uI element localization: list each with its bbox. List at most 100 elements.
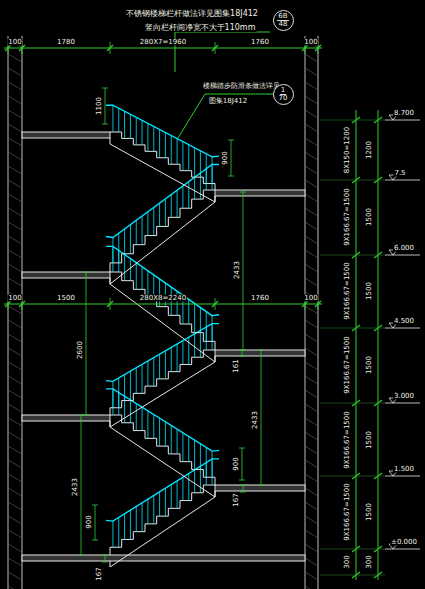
baluster (153, 495, 154, 523)
wall-hatch (8, 124, 22, 132)
wall-hatch (305, 516, 318, 524)
wall-hatch (305, 54, 318, 62)
wall-hatch (8, 558, 22, 566)
baluster (182, 186, 183, 208)
wall-hatch (305, 362, 318, 370)
baluster (153, 207, 154, 235)
wall-hatch (305, 460, 318, 468)
baluster (118, 517, 119, 547)
wall-hatch (8, 180, 22, 188)
wall-hatch (8, 194, 22, 202)
wall-hatch (8, 502, 22, 510)
dimension-tick (107, 45, 113, 51)
callout-text: 48 (278, 21, 289, 28)
elevation-text: 4.500 (393, 318, 415, 325)
callout-circle: 6B48 (273, 10, 294, 31)
handrail (106, 105, 219, 157)
baluster (206, 447, 207, 477)
handrail (106, 165, 219, 238)
wall-hatch (305, 208, 318, 216)
wall-hatch (305, 124, 318, 132)
dimension-tick (315, 301, 321, 307)
dimension-text: 9X166.67=1500 (344, 261, 351, 320)
dimension-text: 1760 (250, 295, 270, 302)
baluster (130, 371, 131, 400)
dimension-text: 1780 (56, 39, 76, 46)
stair-slab (110, 356, 215, 427)
baluster (200, 330, 201, 357)
note-text: 楼梯踏步防滑条做法详见 (202, 83, 281, 90)
wall-hatch (305, 82, 318, 90)
extension-line (320, 403, 385, 404)
leader-line (175, 32, 270, 72)
baluster (188, 436, 189, 461)
handrail (106, 246, 219, 315)
callout-text: 6B (277, 13, 288, 21)
callout-text: 70 (278, 95, 289, 102)
wall-hatch (8, 404, 22, 412)
dimension-line (81, 415, 82, 555)
stair-slab (110, 491, 215, 567)
extension-line (320, 255, 385, 256)
baluster (124, 375, 125, 401)
wall-hatch (8, 110, 22, 118)
baluster (188, 299, 189, 324)
dimension-tick (302, 45, 308, 51)
dimension-text: 100 (303, 39, 318, 46)
walls (8, 36, 318, 589)
wall-hatch (8, 138, 22, 146)
baluster (136, 506, 137, 531)
dimension-tick (239, 480, 245, 481)
baluster (206, 312, 207, 342)
baluster (188, 337, 189, 364)
baluster (194, 470, 195, 493)
baluster (142, 503, 143, 532)
baluster (212, 157, 213, 184)
stair-steps (110, 272, 215, 350)
wall-hatch (8, 250, 22, 258)
elevation-text: 8.700 (393, 110, 415, 117)
baluster (188, 145, 189, 171)
dimension-text: 1500 (366, 281, 373, 301)
baluster (112, 237, 113, 262)
baluster (171, 425, 172, 453)
wall-hatch (8, 166, 22, 174)
wall-hatch (8, 390, 22, 398)
dimension-text: 1500 (366, 355, 373, 375)
stair-slab (110, 421, 215, 497)
baluster (171, 347, 172, 371)
baluster (188, 182, 189, 209)
dimension-tick (239, 356, 245, 357)
elevation-line (385, 328, 420, 329)
dimension-text: 8X150=1200 (344, 126, 351, 174)
landing-slab (22, 555, 305, 561)
baluster (194, 440, 195, 469)
dimension-line (242, 350, 243, 356)
baluster (124, 229, 125, 254)
wall-hatch (305, 320, 318, 328)
dimension-text: 100 (7, 39, 22, 46)
wall-hatch (305, 236, 318, 244)
note-text: 竖向栏杆间净宽不大于110mm (144, 24, 257, 32)
dimension-text: 100 (7, 295, 22, 302)
baluster (118, 108, 119, 132)
wall-hatch (8, 320, 22, 328)
baluster (130, 510, 131, 539)
dimension-text: 1500 (366, 430, 373, 450)
dimension-tick (102, 124, 108, 125)
wall-line (8, 36, 9, 589)
wall-hatch (8, 460, 22, 468)
baluster (112, 521, 113, 547)
baluster (112, 105, 113, 132)
dimension-text: 300 (344, 554, 351, 569)
elevation-line (385, 255, 420, 256)
handrail (106, 459, 219, 521)
wall-hatch (8, 334, 22, 342)
baluster (153, 415, 154, 439)
dimension-text: 161 (233, 358, 240, 373)
baluster (136, 117, 137, 145)
slabs (22, 132, 305, 561)
dimension-text: 1500 (366, 207, 373, 227)
baluster (182, 142, 183, 171)
dimension-tick (83, 272, 89, 273)
